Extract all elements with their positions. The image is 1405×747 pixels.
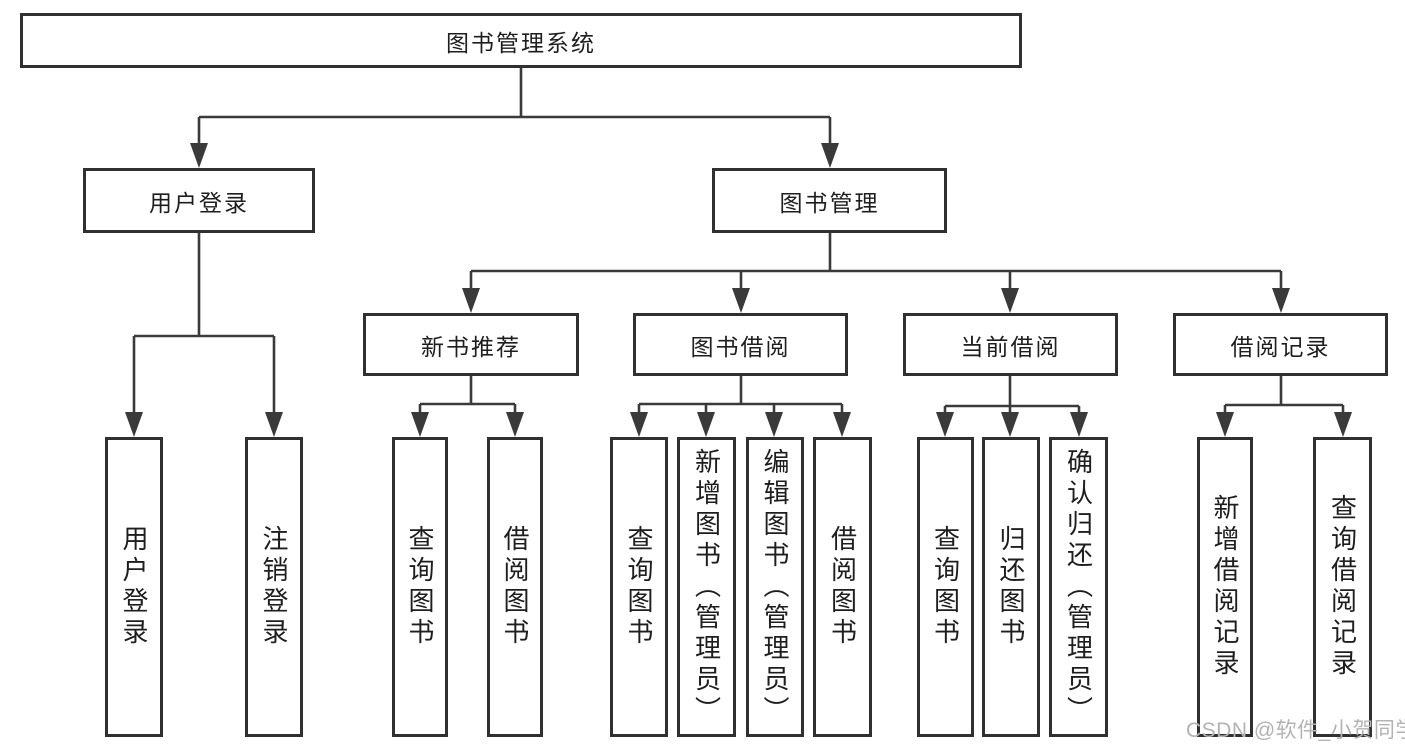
leaf-return-book-label: 归还图书	[996, 525, 1026, 649]
leaf-edit-book-admin-label: 编辑图书（管理员）	[760, 447, 790, 727]
leaf-return-book: 归还图书	[982, 437, 1040, 737]
node-user-login: 用户登录	[83, 168, 315, 233]
leaf-query-book-current: 查询图书	[917, 437, 974, 737]
leaf-user-login: 用户登录	[105, 437, 163, 737]
leaf-query-book-recommend-label: 查询图书	[405, 525, 435, 649]
node-current-borrow: 当前借阅	[903, 313, 1118, 376]
leaf-user-login-label: 用户登录	[119, 525, 149, 649]
csdn-watermark: CSDN @软件_小贺同学	[1186, 719, 1405, 742]
leaf-query-book-recommend: 查询图书	[392, 437, 448, 737]
leaf-confirm-return-admin: 确认归还（管理员）	[1049, 437, 1108, 737]
leaf-add-borrow-record-label: 新增借阅记录	[1210, 494, 1240, 680]
leaf-query-borrow-record-label: 查询借阅记录	[1327, 494, 1358, 680]
node-book-management: 图书管理	[712, 168, 947, 233]
node-new-book-recommend: 新书推荐	[363, 313, 579, 376]
node-book-borrow-label: 图书借阅	[690, 333, 791, 360]
leaf-borrow-book-recommend-label: 借阅图书	[500, 525, 530, 649]
leaf-borrow-book-recommend: 借阅图书	[487, 437, 543, 737]
node-library-system-label: 图书管理系统	[446, 29, 596, 56]
node-book-management-label: 图书管理	[779, 189, 880, 216]
node-user-login-label: 用户登录	[149, 189, 249, 216]
leaf-query-book-current-label: 查询图书	[930, 525, 961, 649]
node-new-book-recommend-label: 新书推荐	[421, 333, 521, 360]
node-borrow-record-label: 借阅记录	[1230, 333, 1331, 360]
node-current-borrow-label: 当前借阅	[960, 333, 1061, 360]
leaf-query-book-borrow-label: 查询图书	[624, 525, 654, 649]
leaf-add-book-admin: 新增图书（管理员）	[677, 437, 736, 737]
leaf-logout: 注销登录	[245, 437, 303, 737]
leaf-query-book-borrow: 查询图书	[610, 437, 668, 737]
leaf-add-borrow-record: 新增借阅记录	[1197, 437, 1253, 737]
leaf-add-book-admin-label: 新增图书（管理员）	[691, 447, 722, 727]
leaf-borrow-book-borrow-label: 借阅图书	[827, 525, 858, 649]
node-borrow-record: 借阅记录	[1173, 313, 1388, 376]
node-book-borrow: 图书借阅	[633, 313, 848, 376]
node-library-system: 图书管理系统	[20, 13, 1022, 68]
leaf-edit-book-admin: 编辑图书（管理员）	[746, 437, 804, 737]
leaf-query-borrow-record: 查询借阅记录	[1313, 437, 1372, 737]
leaf-borrow-book-borrow: 借阅图书	[813, 437, 872, 737]
leaf-logout-label: 注销登录	[259, 525, 289, 649]
leaf-confirm-return-admin-label: 确认归还（管理员）	[1063, 447, 1094, 727]
